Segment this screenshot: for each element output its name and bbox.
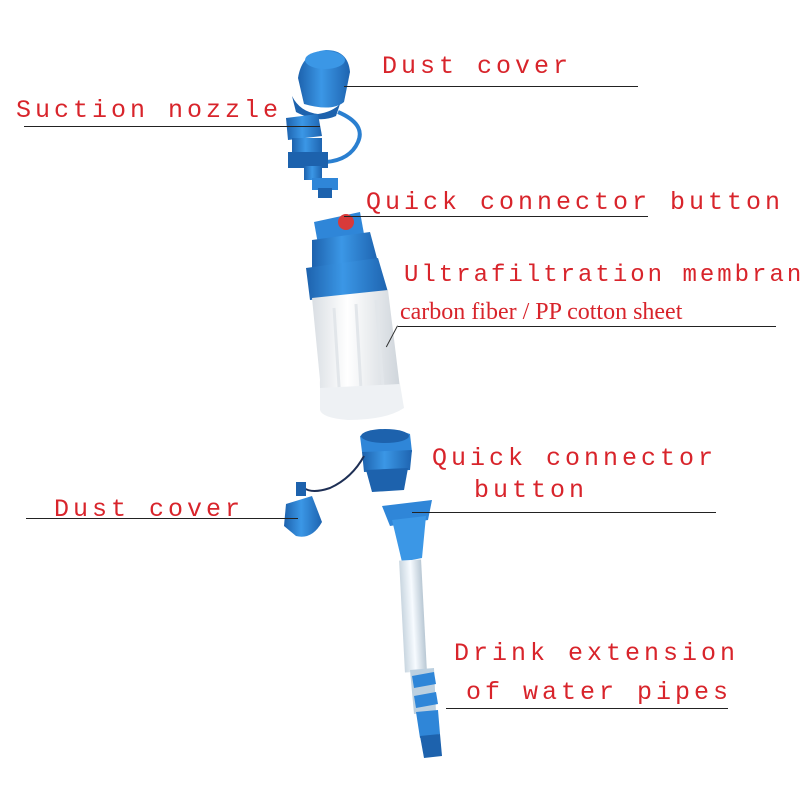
label-membrane-line1: Ultrafiltration membrane (404, 262, 800, 289)
leader-quick-connector-top (344, 216, 648, 217)
leader-dust-cover-top (344, 86, 638, 87)
label-dust-cover-bottom: Dust cover (54, 495, 245, 524)
dust-cover-top-part (292, 50, 350, 120)
label-drink-extension-line1: Drink extension (454, 639, 740, 668)
dust-cover-bottom-part (284, 482, 322, 537)
leader-suction-nozzle (24, 126, 320, 127)
label-quick-connector-bottom-line2: button (474, 476, 589, 505)
lower-tether (303, 455, 365, 492)
label-dust-cover-top: Dust cover (382, 52, 573, 81)
leader-quick-connector-bottom (412, 512, 716, 513)
label-suction-nozzle: Suction nozzle (16, 96, 283, 125)
drink-extension-part (382, 500, 442, 758)
label-quick-connector-top: Quick connector button (366, 188, 785, 217)
leader-drink-extension (446, 708, 728, 709)
suction-nozzle-part (286, 114, 338, 198)
red-connector-button (338, 214, 354, 230)
label-membrane-line2: carbon fiber / PP cotton sheet (400, 299, 683, 325)
filter-body-part (306, 212, 404, 420)
label-drink-extension-line2: of water pipes (466, 678, 733, 707)
dust-cover-tether (325, 110, 362, 164)
leader-membrane (398, 326, 776, 327)
label-quick-connector-bottom-line1: Quick connector (432, 444, 718, 473)
leader-dust-cover-bottom (26, 518, 298, 519)
quick-connector-bottom-part (360, 429, 412, 492)
